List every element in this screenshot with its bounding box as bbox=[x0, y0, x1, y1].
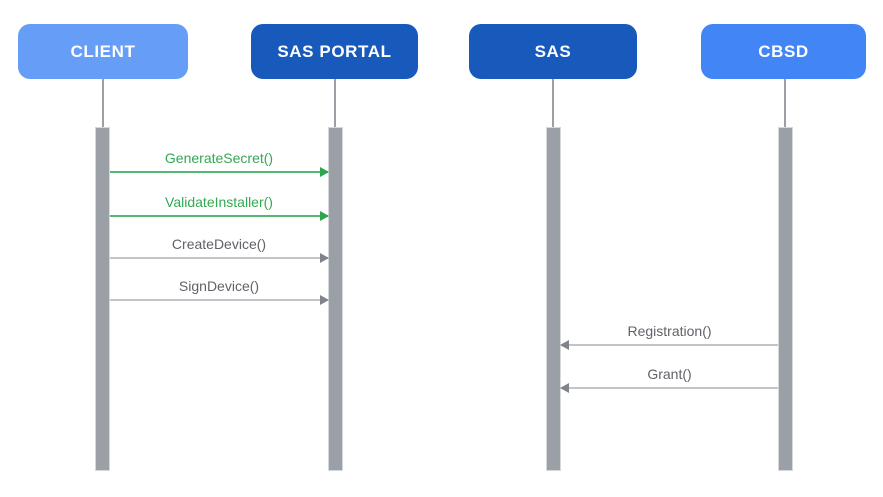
message-label: CreateDevice() bbox=[171, 236, 267, 252]
message-label: Registration() bbox=[627, 323, 712, 339]
actor-box-cbsd: CBSD bbox=[701, 24, 866, 79]
arrow-right-icon bbox=[110, 295, 329, 305]
activation-bar-sas bbox=[546, 127, 561, 471]
actor-box-sas-portal: SAS PORTAL bbox=[251, 24, 418, 79]
message-validate-installer: ValidateInstaller() bbox=[110, 193, 329, 221]
lifeline-sas bbox=[552, 79, 554, 128]
actor-label-sas-portal: SAS PORTAL bbox=[277, 41, 392, 61]
activation-bar-client bbox=[95, 127, 110, 471]
arrow-right-icon bbox=[110, 253, 329, 263]
message-label: GenerateSecret() bbox=[164, 150, 274, 166]
activation-bar-cbsd bbox=[778, 127, 793, 471]
message-label: ValidateInstaller() bbox=[165, 194, 273, 210]
message-grant: Grant() bbox=[560, 365, 778, 393]
arrow-right-icon bbox=[110, 167, 329, 177]
message-registration: Registration() bbox=[560, 322, 778, 350]
message-label: Grant() bbox=[647, 366, 692, 382]
actor-label-client: CLIENT bbox=[70, 41, 136, 61]
actor-label-sas: SAS bbox=[534, 41, 572, 61]
arrow-left-icon bbox=[560, 340, 778, 350]
message-create-device: CreateDevice() bbox=[110, 235, 329, 263]
arrow-left-icon bbox=[560, 383, 778, 393]
arrow-right-icon bbox=[110, 211, 329, 221]
activation-bar-sas-portal bbox=[328, 127, 343, 471]
message-label: SignDevice() bbox=[178, 278, 260, 294]
actor-box-client: CLIENT bbox=[18, 24, 188, 79]
lifeline-cbsd bbox=[784, 79, 786, 128]
message-generate-secret: GenerateSecret() bbox=[110, 149, 329, 177]
lifeline-sas-portal bbox=[334, 79, 336, 128]
message-sign-device: SignDevice() bbox=[110, 277, 329, 305]
actor-box-sas: SAS bbox=[469, 24, 637, 79]
actor-label-cbsd: CBSD bbox=[758, 41, 809, 61]
lifeline-client bbox=[102, 79, 104, 128]
